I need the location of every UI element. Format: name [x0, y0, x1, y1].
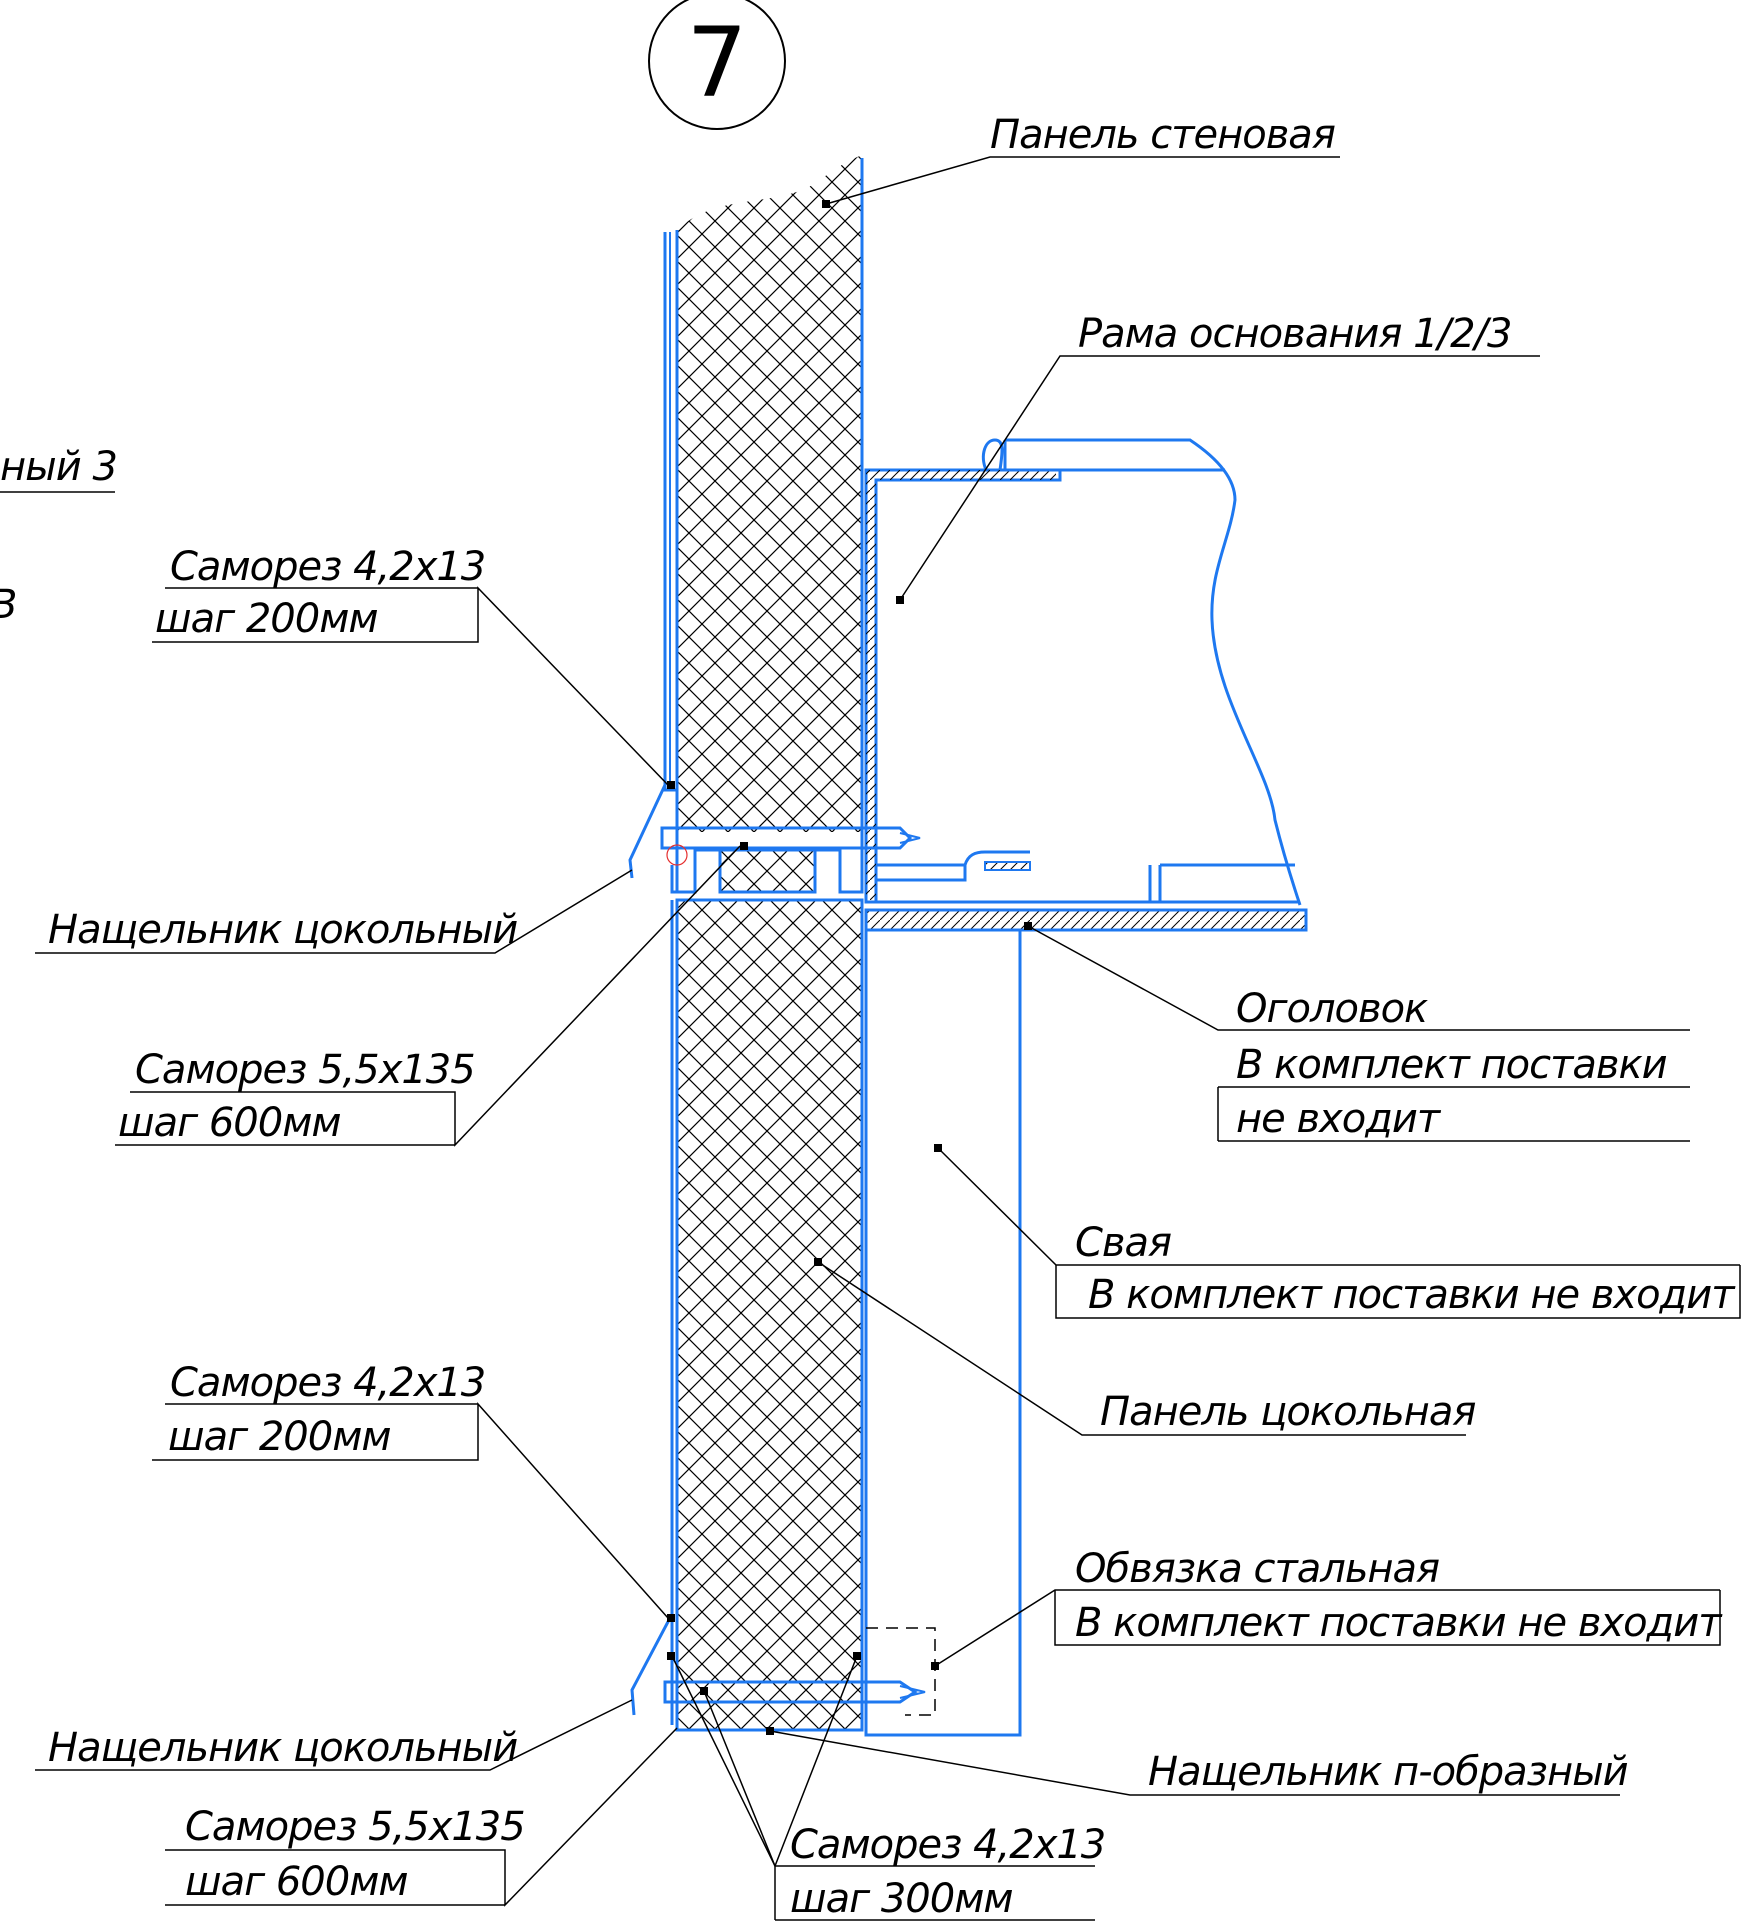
callout-screw-top: Саморез 4,2х13 шаг 200мм: [152, 544, 669, 786]
label-screw-300-2: шаг 300мм: [790, 1876, 1013, 1922]
callout-steel-strapping: Обвязка стальная В комплект поставки не …: [931, 1546, 1724, 1670]
detail-marker: 7: [648, 0, 786, 130]
callout-flashing-bottom: Нащельник цокольный: [35, 1699, 633, 1771]
label-pile-1: Свая: [1075, 1220, 1171, 1266]
callout-u-flashing: Нащельник п-образный: [769, 1730, 1629, 1796]
label-screw-top-1: Саморез 4,2х13: [170, 544, 485, 590]
label-base-frame: Рама основания 1/2/3: [1078, 311, 1511, 357]
label-pile-cap-3: не входит: [1236, 1096, 1442, 1142]
callout-long-screw-bottom: Саморез 5,5х135 шаг 600мм: [165, 1727, 678, 1907]
label-screw-300-1: Саморез 4,2х13: [790, 1822, 1105, 1868]
label-screw-top-2: шаг 200мм: [155, 596, 378, 642]
callout-pile: Свая В комплект поставки не входит: [934, 1144, 1741, 1319]
label-plinth-panel: Панель цокольная: [1100, 1389, 1475, 1435]
cut-fragment-label: ный 3: [0, 444, 117, 490]
label-strapping-1: Обвязка стальная: [1075, 1546, 1439, 1592]
pile-cap: [864, 908, 1308, 932]
label-long-screw-top-2: шаг 600мм: [118, 1100, 341, 1146]
label-long-screw-top-1: Саморез 5,5х135: [135, 1047, 475, 1093]
label-pile-2: В комплект поставки не входит: [1088, 1272, 1736, 1318]
label-long-screw-bottom-2: шаг 600мм: [185, 1859, 408, 1905]
callout-wall-panel: Панель стеновая: [822, 112, 1340, 208]
plinth-panel: [670, 898, 864, 1732]
callout-pile-cap: Оголовок В комплект поставки не входит: [1024, 922, 1690, 1142]
label-wall-panel: Панель стеновая: [990, 112, 1335, 158]
label-strapping-2: В комплект поставки не входит: [1075, 1600, 1723, 1646]
base-frame: [864, 438, 1302, 906]
callout-screw-300: Саморез 4,2х13 шаг 300мм: [671, 1655, 1106, 1922]
label-flashing-bottom: Нащельник цокольный: [48, 1725, 517, 1771]
label-pile-cap-1: Оголовок: [1236, 986, 1428, 1032]
label-pile-cap-2: В комплект поставки: [1236, 1042, 1667, 1088]
left-fragment: ный 3 В: [0, 444, 118, 628]
steel-strapping: [866, 1627, 936, 1716]
upper-flashing: [628, 784, 921, 879]
label-u-flashing: Нащельник п-образный: [1148, 1749, 1628, 1795]
detail-number: 7: [686, 7, 747, 119]
callout-screw-bottom: Саморез 4,2х13 шаг 200мм: [152, 1360, 669, 1619]
label-long-screw-bottom-1: Саморез 5,5х135: [185, 1804, 525, 1850]
callout-long-screw-top: Саморез 5,5х135 шаг 600мм: [115, 845, 741, 1147]
lower-flashing: [630, 1617, 926, 1716]
pile: [864, 930, 1022, 1737]
cut-fragment-letter: В: [0, 582, 16, 628]
panel-joint: [670, 832, 864, 894]
callout-base-frame: Рама основания 1/2/3: [896, 311, 1540, 604]
label-flashing-top: Нащельник цокольный: [48, 907, 517, 953]
callout-flashing-top: Нащельник цокольный: [35, 869, 633, 954]
label-screw-bottom-2: шаг 200мм: [168, 1414, 391, 1460]
callout-plinth-panel: Панель цокольная: [814, 1258, 1476, 1436]
wall-panel: [663, 155, 864, 832]
label-screw-bottom-1: Саморез 4,2х13: [170, 1360, 485, 1406]
